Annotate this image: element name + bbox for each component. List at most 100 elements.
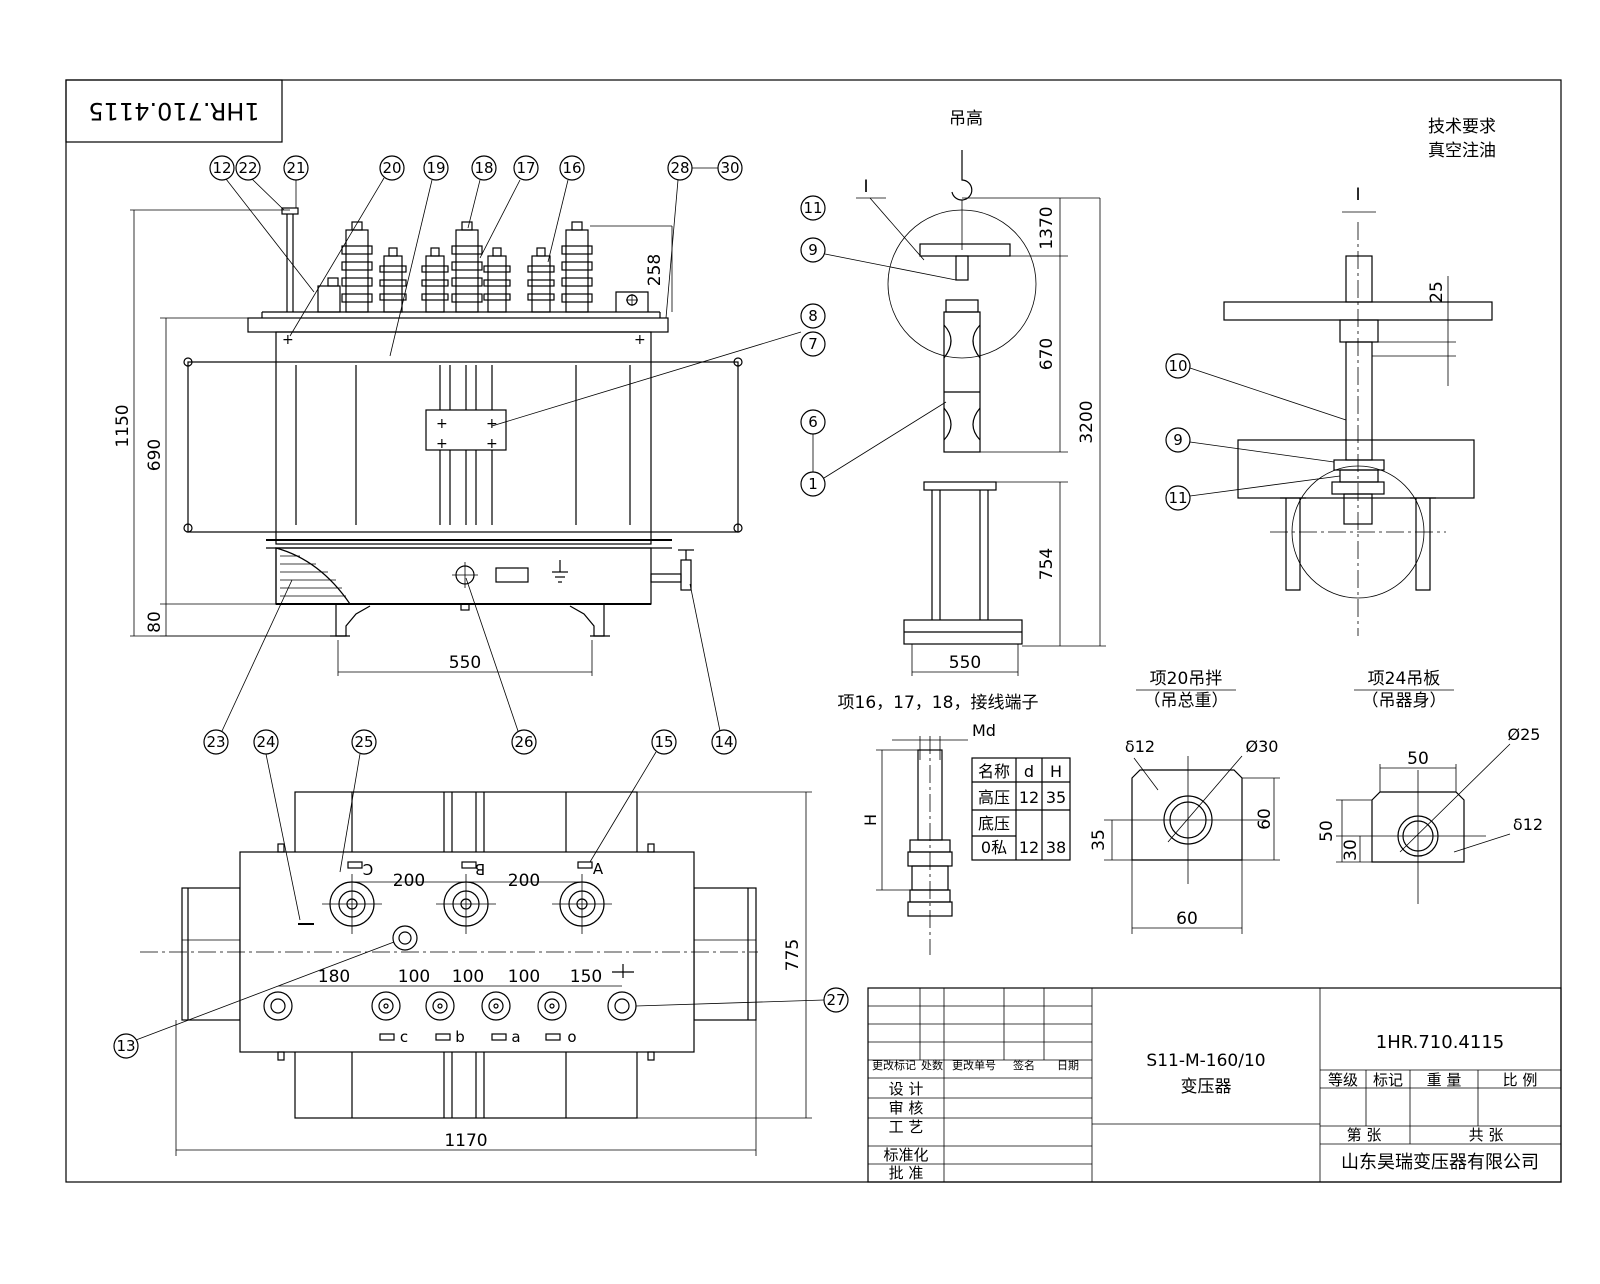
breather-pipe — [281, 207, 299, 312]
stand-top — [923, 481, 997, 491]
svg-text:标记: 标记 — [1373, 1071, 1403, 1089]
balloon-1: 1 — [800, 401, 947, 497]
hv-bushing — [451, 221, 483, 313]
svg-text:8: 8 — [808, 307, 818, 325]
svg-text:等级: 等级 — [1328, 1071, 1358, 1089]
svg-text:258: 258 — [645, 254, 665, 286]
wheel-bracket-right — [569, 604, 605, 637]
balloon-24: 24 — [253, 729, 301, 921]
svg-text:100: 100 — [508, 967, 540, 987]
svg-text:c: c — [400, 1028, 408, 1046]
terminal-detail: 项16，17，18，接线端子 Md H 名称 d H 高压 12 35 底压 0… — [838, 693, 1071, 955]
svg-text:180: 180 — [318, 967, 350, 987]
svg-text:6: 6 — [808, 413, 818, 431]
balloon-23: 23 — [203, 579, 293, 755]
svg-text:Ø25: Ø25 — [1508, 725, 1541, 744]
svg-text:23: 23 — [206, 733, 225, 751]
role-review: 审 核 — [889, 1099, 924, 1117]
dimension-base-height: 80 — [145, 604, 330, 637]
svg-text:日期: 日期 — [1057, 1059, 1079, 1072]
tech-requirements-item: 真空注油 — [1428, 141, 1496, 161]
oil-sampling-plate — [495, 567, 529, 583]
svg-text:C: C — [363, 860, 373, 878]
balloon-13: 13 — [113, 941, 395, 1059]
svg-text:H: H — [861, 814, 880, 826]
svg-text:10: 10 — [1168, 357, 1187, 375]
svg-text:高压: 高压 — [978, 788, 1010, 807]
balloon-11: 11 — [1165, 475, 1341, 511]
balloon-6: 6 — [800, 409, 826, 472]
svg-text:18: 18 — [474, 159, 493, 177]
table-header-H: H — [1050, 762, 1062, 781]
svg-text:550: 550 — [449, 653, 481, 673]
lug-dim-hole-center: 35 — [1089, 820, 1132, 861]
svg-text:60: 60 — [1176, 909, 1198, 929]
table-header-d: d — [1024, 762, 1034, 781]
lv-terminal-a — [481, 991, 511, 1021]
svg-text:150: 150 — [570, 967, 602, 987]
terminal-caption: 项16，17，18，接线端子 — [838, 693, 1039, 713]
balloon-27: 27 — [635, 987, 849, 1013]
balloon-7: 7 — [491, 331, 826, 427]
oil-valve — [650, 549, 694, 591]
balloon-30: 30 — [717, 155, 743, 181]
svg-text:第 张: 第 张 — [1347, 1126, 1382, 1144]
lifted-body — [943, 311, 981, 453]
crane-hook — [951, 150, 973, 201]
svg-text:690: 690 — [145, 439, 165, 471]
balloon-21: 21 — [283, 155, 309, 208]
dimension-wheel-gauge: 550 — [337, 640, 593, 676]
radiator-right — [693, 887, 757, 1021]
svg-text:底压: 底压 — [978, 814, 1010, 833]
balloon-25: 25 — [339, 729, 377, 873]
detail-cover-flange — [1237, 439, 1475, 499]
company-name: 山东昊瑞变压器有限公司 — [1341, 1152, 1539, 1173]
svg-text:50: 50 — [1407, 749, 1429, 769]
role-approve: 批 准 — [889, 1164, 924, 1182]
svg-text:a: a — [511, 1028, 520, 1046]
detail-nut — [1339, 319, 1379, 343]
svg-text:12: 12 — [1019, 788, 1039, 807]
top-view: 200 200 C B A 180 100 100 100 150 c b a … — [113, 729, 849, 1156]
svg-text:24: 24 — [256, 733, 275, 751]
svg-text:11: 11 — [1168, 489, 1187, 507]
dimension-lift-bottom: 754 — [996, 481, 1068, 646]
dimension-lift-total: 3200 — [1022, 198, 1106, 647]
svg-text:35: 35 — [1046, 788, 1066, 807]
svg-text:9: 9 — [808, 241, 818, 259]
balloon-17: 17 — [479, 155, 539, 259]
svg-text:19: 19 — [426, 159, 445, 177]
svg-text:670: 670 — [1037, 338, 1057, 370]
balloon-22: 22 — [235, 155, 285, 211]
svg-text:30: 30 — [1341, 839, 1361, 861]
svg-text:更改单号: 更改单号 — [952, 1058, 996, 1072]
svg-text:+: + — [436, 436, 448, 452]
lv-bushing — [421, 247, 449, 313]
lv-terminal-b — [425, 991, 455, 1021]
svg-text:38: 38 — [1046, 838, 1066, 857]
svg-text:80: 80 — [145, 611, 165, 633]
svg-text:27: 27 — [826, 991, 845, 1009]
svg-text:I: I — [1355, 185, 1360, 205]
svg-text:0私: 0私 — [981, 838, 1007, 857]
svg-text:16: 16 — [562, 159, 581, 177]
svg-text:+: + — [634, 332, 646, 348]
svg-text:11: 11 — [803, 199, 822, 217]
balloon-14: 14 — [689, 583, 737, 755]
lifting-plate-detail: 项24吊板 （吊器身） 50 Ø25 δ12 50 30 — [1317, 669, 1543, 904]
dimension-lift-middle: 670 — [980, 256, 1068, 453]
balloon-12: 12 — [209, 155, 315, 293]
role-design: 设 计 — [889, 1080, 924, 1098]
svg-text:1: 1 — [808, 475, 818, 493]
svg-text:B: B — [475, 860, 485, 878]
lv-bushing — [527, 247, 555, 313]
balloon-19: 19 — [389, 155, 449, 357]
lv-bushing — [483, 247, 511, 313]
svg-text:17: 17 — [516, 159, 535, 177]
svg-text:7: 7 — [808, 335, 818, 353]
lift-height-label: 吊高 — [949, 109, 983, 129]
dimension-detail-gap: 25 — [1372, 276, 1456, 386]
svg-text:100: 100 — [398, 967, 430, 987]
lug-plate — [1131, 769, 1243, 861]
